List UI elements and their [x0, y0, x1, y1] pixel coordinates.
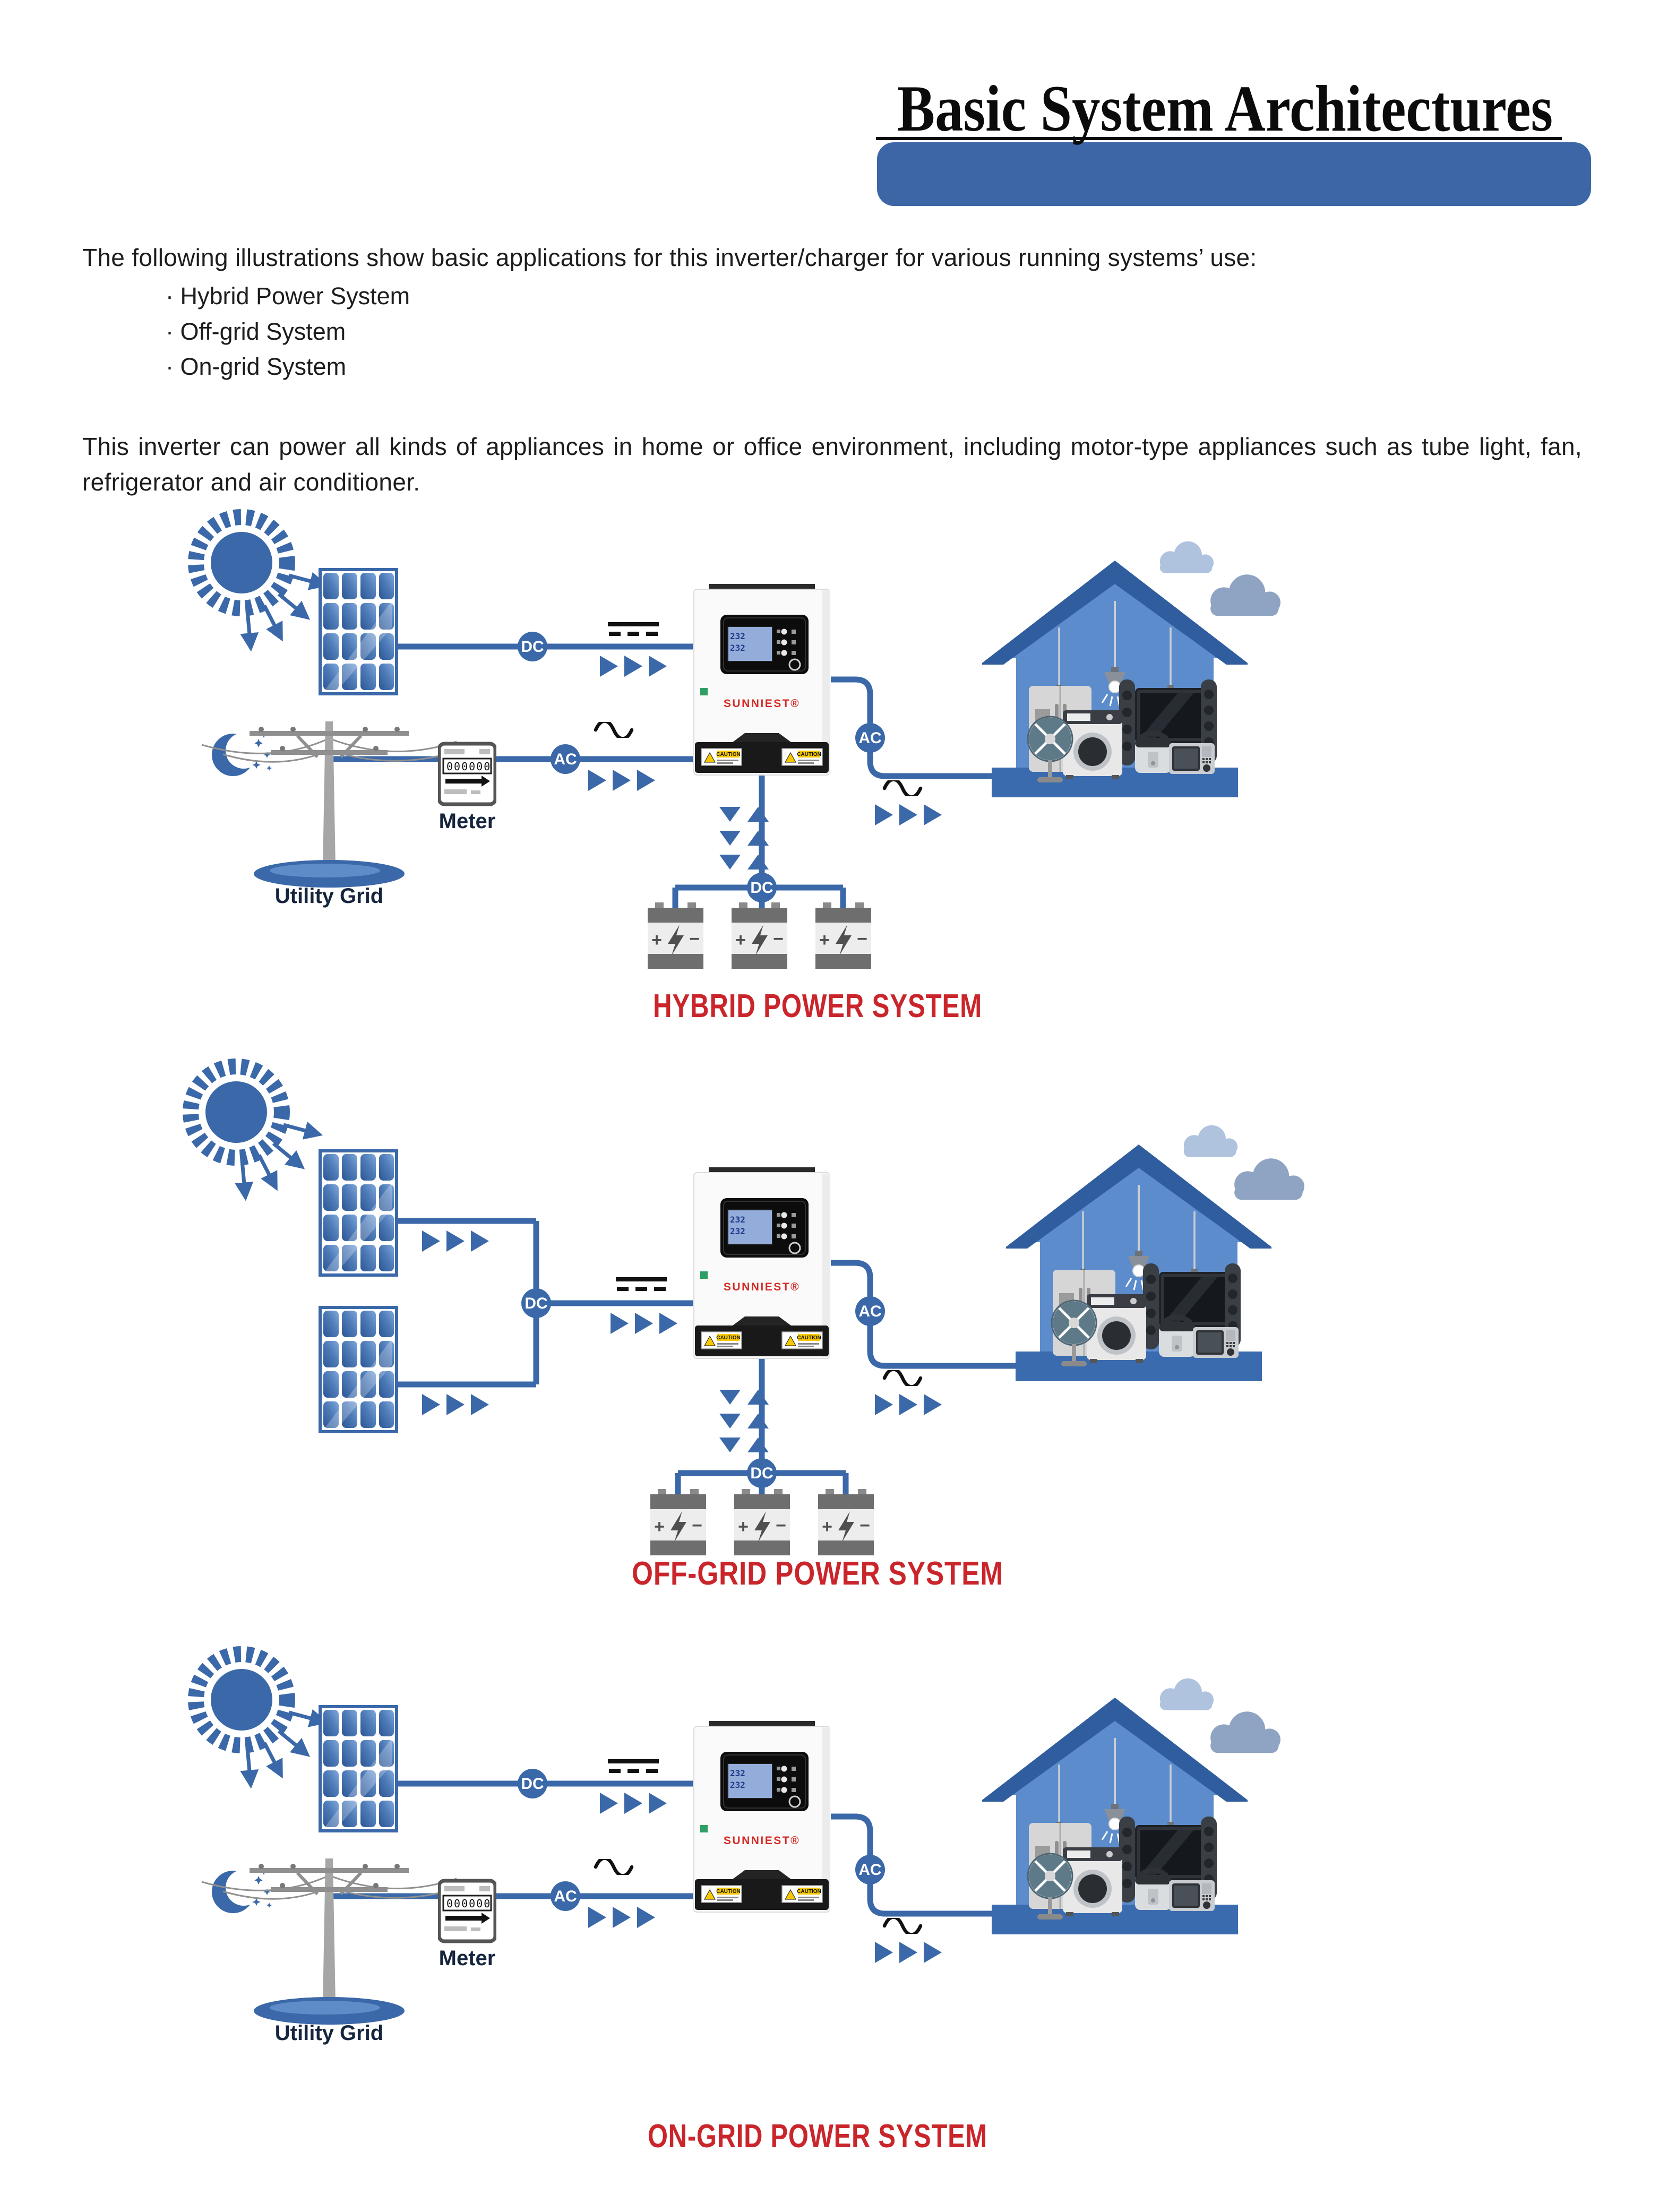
ac-bubble: AC [551, 1881, 580, 1911]
page-title: Basic System Architectures [897, 72, 1553, 145]
diagram-off-grid: DC AC DC OFF-GRID POWER SYSTEM [0, 1056, 1305, 1592]
arrows-up-icon [747, 1390, 769, 1452]
body-text: This inverter can power all kinds of app… [82, 433, 1582, 496]
arrows-right-icon [422, 1230, 489, 1252]
arrows-right-icon [875, 1394, 942, 1415]
intro-text: The following illustrations show basic a… [82, 244, 1257, 271]
dc-bubble: DC [747, 873, 777, 902]
diagram-caption: OFF-GRID POWER SYSTEM [632, 1555, 1003, 1592]
diagram-hybrid: DC AC AC DC HYBRID POWER SYSTEM [0, 494, 1281, 1025]
sun-icon [196, 517, 323, 646]
house-icon [1004, 1144, 1274, 1381]
bullet-off-grid: · Off-grid System [166, 318, 346, 345]
ac-symbol-icon [596, 721, 632, 739]
svg-text:DC: DC [525, 1295, 547, 1312]
arrows-right-icon [875, 804, 942, 825]
ac-symbol-icon [596, 1858, 632, 1876]
house-icon [980, 1698, 1250, 1934]
battery-icon [732, 902, 787, 969]
dc-bubble: DC [518, 1769, 547, 1798]
diagram-on-grid: DC AC AC ON-GRID POWER SYSTEM [0, 1640, 1281, 2155]
cloud-icon [1234, 1158, 1305, 1200]
svg-text:DC: DC [521, 638, 544, 656]
meter-icon [439, 744, 496, 833]
battery-icon [815, 902, 871, 969]
house-icon [980, 561, 1250, 797]
ac-bubble: AC [855, 1296, 885, 1326]
svg-text:AC: AC [554, 751, 577, 768]
title-underline [876, 137, 1562, 140]
arrows-right-icon [588, 770, 655, 791]
svg-text:AC: AC [858, 1861, 881, 1879]
inverter-icon [693, 584, 831, 776]
moon-icon [212, 1870, 272, 1913]
inverter-icon [693, 1167, 831, 1359]
battery-icon [734, 1489, 790, 1555]
ac-symbol-icon [884, 1370, 921, 1387]
dc-symbol-icon [616, 1277, 667, 1291]
battery-icon [648, 902, 703, 969]
svg-text:DC: DC [750, 1465, 773, 1482]
arrows-up-icon [747, 807, 769, 870]
solar-panel-icon [320, 570, 397, 694]
arrows-right-icon [422, 1394, 489, 1415]
cloud-icon [1183, 1125, 1238, 1157]
solar-panel-icon [320, 1707, 397, 1831]
header: Basic System Architectures [876, 72, 1591, 206]
svg-text:AC: AC [554, 1888, 577, 1905]
dc-bubble: DC [518, 632, 547, 661]
bullet-hybrid: · Hybrid Power System [166, 282, 410, 309]
ac-bubble: AC [551, 744, 580, 774]
bullet-on-grid: · On-grid System [166, 353, 347, 380]
cloud-icon [1159, 541, 1214, 573]
cloud-icon [1159, 1678, 1214, 1710]
diagram-caption: ON-GRID POWER SYSTEM [648, 2118, 987, 2155]
arrows-right-icon [588, 1907, 655, 1928]
inverter-icon [693, 1721, 831, 1913]
cloud-icon [1210, 574, 1281, 616]
ac-bubble: AC [855, 1855, 885, 1884]
arrows-right-icon [875, 1942, 942, 1963]
arrows-right-icon [600, 1793, 667, 1814]
arrows-down-icon [719, 1390, 741, 1452]
ac-bubble: AC [855, 723, 885, 753]
ac-symbol-icon [884, 1917, 921, 1935]
solar-panel-icon [320, 1151, 397, 1275]
svg-text:DC: DC [521, 1775, 544, 1793]
dc-bubble: DC [747, 1458, 777, 1488]
ac-symbol-icon [884, 780, 921, 797]
battery-icon [650, 1489, 706, 1555]
sun-icon [196, 1654, 323, 1783]
arrows-right-icon [600, 656, 667, 677]
title-bar [877, 142, 1591, 206]
solar-panel-icon [320, 1307, 397, 1432]
meter-icon [439, 1881, 496, 1970]
cloud-icon [1210, 1711, 1281, 1753]
svg-text:DC: DC [750, 879, 773, 897]
dc-bubble: DC [521, 1288, 551, 1318]
sun-icon [191, 1066, 317, 1195]
svg-text:AC: AC [858, 729, 881, 747]
wires [329, 643, 998, 909]
diagram-caption: HYBRID POWER SYSTEM [653, 988, 982, 1025]
arrows-down-icon [719, 807, 741, 870]
svg-text:AC: AC [858, 1303, 881, 1320]
battery-icon [818, 1489, 874, 1555]
arrows-right-icon [611, 1313, 677, 1334]
moon-icon [212, 733, 272, 776]
dc-symbol-icon [608, 1759, 659, 1773]
dc-symbol-icon [608, 622, 659, 636]
